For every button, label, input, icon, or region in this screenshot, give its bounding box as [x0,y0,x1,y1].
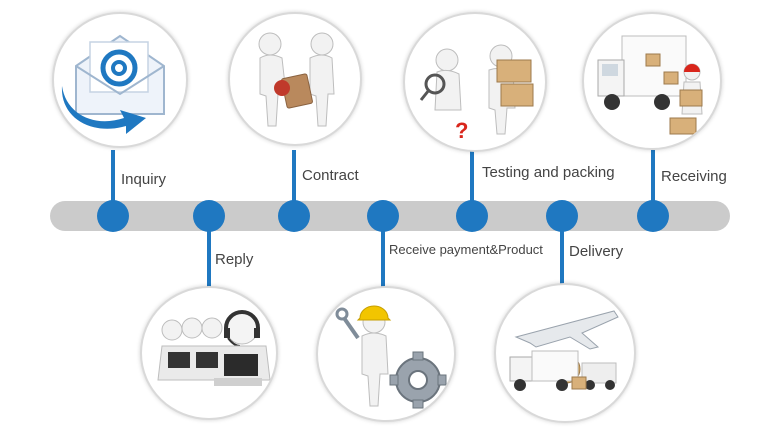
node-inquiry [97,200,129,232]
step-label-testing: Testing and packing [482,164,615,181]
connector-reply [207,216,211,288]
connector-payment [381,216,385,288]
connector-delivery [560,216,564,288]
connector-inquiry [111,150,115,216]
svg-text:?: ? [455,118,468,143]
connector-contract [292,150,296,216]
call-center-headset-icon [140,286,278,420]
inspection-packing-icon: ? [403,12,547,152]
node-receiving [637,200,669,232]
node-contract [278,200,310,232]
node-reply [193,200,225,232]
step-label-reply: Reply [215,251,254,268]
connector-testing [470,150,474,216]
step-label-receiving: Receiving [661,168,727,185]
worker-gear-icon [316,286,456,422]
node-delivery [546,200,578,232]
signing-contract-icon [228,12,362,146]
email-envelope-icon [52,12,188,148]
delivery-truck-receiving-icon [582,12,722,150]
plane-truck-delivery-icon [494,283,636,423]
node-testing [456,200,488,232]
step-label-delivery: Delivery [569,243,624,260]
step-label-inquiry: Inquiry [121,171,167,188]
node-payment [367,200,399,232]
step-label-payment: Receive payment&Product [389,242,543,257]
step-label-contract: Contract [302,167,359,184]
connector-receiving [651,150,655,216]
